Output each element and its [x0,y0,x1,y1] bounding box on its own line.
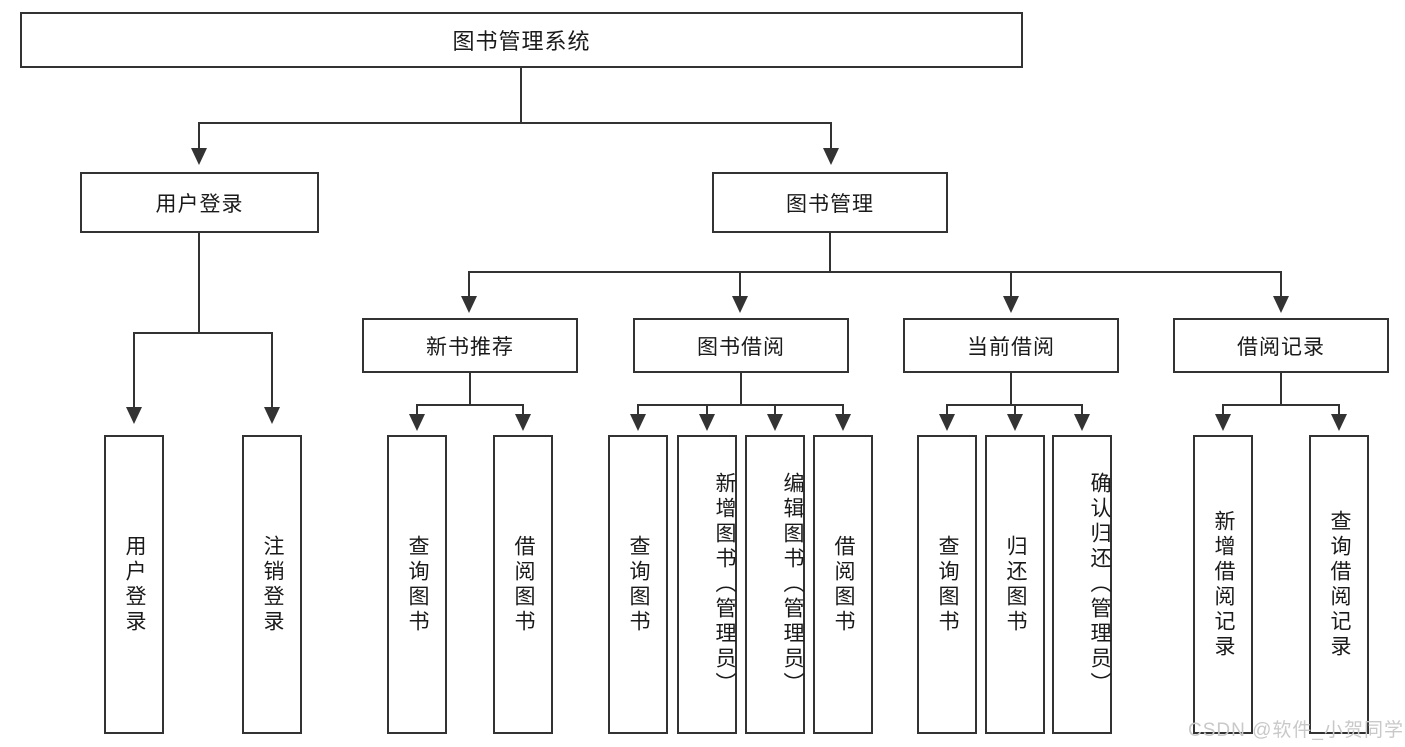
arrowhead-new-book-rec-leaf-2 [515,414,531,431]
leaf-return-book[interactable]: 归还图书 [985,435,1045,734]
connector-new-book-rec-drop-2 [522,404,524,416]
leaf-logout[interactable]: 注销登录 [242,435,302,734]
connector-current-borrow-stem [1010,373,1012,406]
arrowhead-root-to-user-login [191,148,207,165]
arrowhead-user-login-leaf-1 [126,407,142,424]
connector-borrow-record-drop-2 [1338,404,1340,416]
arrowhead-borrow-record-leaf-1 [1215,414,1231,431]
connector-user-login-bus [133,332,273,334]
leaf-query-book-rec[interactable]: 查询图书 [387,435,447,734]
connector-borrow-record-stem [1280,373,1282,406]
leaf-query-borrow-record[interactable]: 查询借阅记录 [1309,435,1369,734]
node-root-system[interactable]: 图书管理系统 [20,12,1023,68]
arrowhead-book-borrow-leaf-1 [630,414,646,431]
leaf-confirm-return-admin[interactable]: 确认归还（管理员） [1052,435,1112,734]
leaf-user-login[interactable]: 用户登录 [104,435,164,734]
arrowhead-book-borrow-leaf-2 [699,414,715,431]
connector-user-login-drop-2 [271,332,273,408]
connector-book-borrow-drop-4 [842,404,844,416]
connector-root-stem [520,68,522,124]
connector-new-book-rec-bus [416,404,524,406]
arrowhead-book-mgmt-to-borrow-record [1273,296,1289,313]
connector-root-drop-2 [830,122,832,149]
arrowhead-book-borrow-leaf-3 [767,414,783,431]
connector-book-mgmt-drop-2 [739,271,741,298]
connector-root-bus [198,122,832,124]
arrowhead-book-mgmt-to-current-borrow [1003,296,1019,313]
leaf-add-borrow-record[interactable]: 新增借阅记录 [1193,435,1253,734]
csdn-watermark: CSDN @软件_小贺同学 [1188,720,1404,741]
connector-book-mgmt-drop-4 [1280,271,1282,298]
connector-current-borrow-drop-1 [946,404,948,416]
arrowhead-current-borrow-leaf-1 [939,414,955,431]
arrowhead-current-borrow-leaf-3 [1074,414,1090,431]
connector-book-mgmt-bus [468,271,1282,273]
arrowhead-root-to-book-mgmt [823,148,839,165]
arrowhead-current-borrow-leaf-2 [1007,414,1023,431]
leaf-borrow-book[interactable]: 借阅图书 [813,435,873,734]
connector-book-borrow-drop-1 [637,404,639,416]
node-book-management[interactable]: 图书管理 [712,172,948,233]
arrowhead-user-login-leaf-2 [264,407,280,424]
connector-current-borrow-drop-2 [1014,404,1016,416]
connector-new-book-rec-drop-1 [416,404,418,416]
connector-book-borrow-stem [740,373,742,406]
connector-root-drop-1 [198,122,200,149]
connector-new-book-rec-stem [469,373,471,406]
connector-book-mgmt-drop-1 [468,271,470,298]
leaf-borrow-book-rec[interactable]: 借阅图书 [493,435,553,734]
connector-book-borrow-drop-3 [774,404,776,416]
node-borrow-record[interactable]: 借阅记录 [1173,318,1389,373]
connector-book-mgmt-drop-3 [1010,271,1012,298]
connector-user-login-drop-1 [133,332,135,408]
connector-book-borrow-drop-2 [706,404,708,416]
connector-borrow-record-drop-1 [1222,404,1224,416]
arrowhead-borrow-record-leaf-2 [1331,414,1347,431]
arrowhead-new-book-rec-leaf-1 [409,414,425,431]
node-book-borrow[interactable]: 图书借阅 [633,318,849,373]
arrowhead-book-mgmt-to-new-book-rec [461,296,477,313]
connector-book-borrow-bus [637,404,843,406]
leaf-query-book-current[interactable]: 查询图书 [917,435,977,734]
leaf-edit-book-admin[interactable]: 编辑图书（管理员） [745,435,805,734]
connector-current-borrow-drop-3 [1081,404,1083,416]
connector-user-login-stem [198,233,200,333]
leaf-add-book-admin[interactable]: 新增图书（管理员） [677,435,737,734]
node-user-login[interactable]: 用户登录 [80,172,319,233]
node-new-book-recommend[interactable]: 新书推荐 [362,318,578,373]
leaf-query-book-borrow[interactable]: 查询图书 [608,435,668,734]
node-current-borrow[interactable]: 当前借阅 [903,318,1119,373]
arrowhead-book-borrow-leaf-4 [835,414,851,431]
arrowhead-book-mgmt-to-book-borrow [732,296,748,313]
connector-book-mgmt-stem [829,233,831,273]
connector-borrow-record-bus [1222,404,1340,406]
